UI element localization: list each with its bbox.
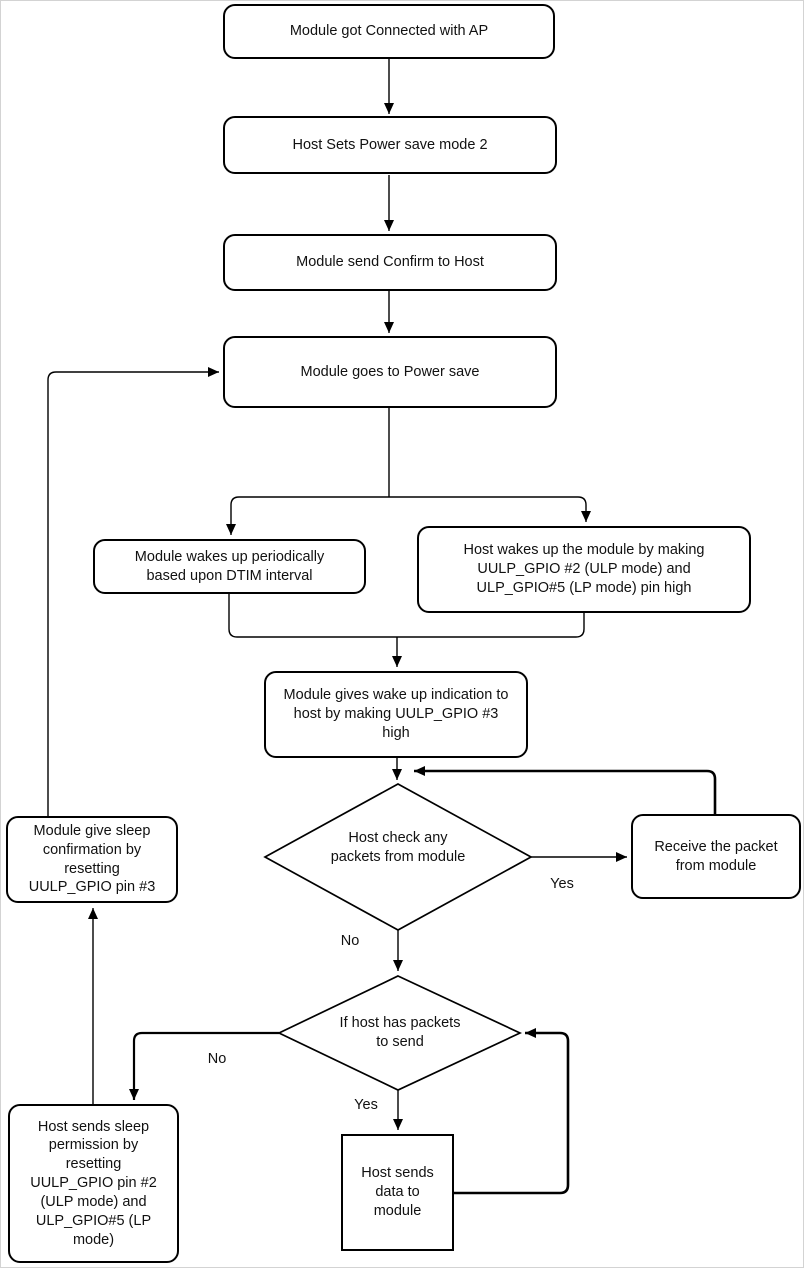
edge-hostwake-merge [397, 613, 585, 638]
decision-has-packets-label: If host has packets to send [339, 1015, 461, 1050]
node-wake-indication: Module gives wake up indication to host … [264, 671, 528, 758]
edge-split-hostwake [389, 496, 591, 522]
node-receive-packet: Receive the packet from module [631, 814, 801, 899]
edge-split-dtim [226, 496, 389, 535]
node-host-sends-data: Host sends data to module [341, 1134, 454, 1251]
node-host-wakes-module: Host wakes up the module by making UULP_… [417, 526, 751, 613]
edge-haspackets-no [129, 1031, 279, 1100]
edge-receive-loopback [414, 766, 717, 814]
edge-sleepconf-powersave [47, 367, 219, 816]
edge-dtim-merge [228, 594, 397, 638]
node-set-power-save-mode: Host Sets Power save mode 2 [223, 116, 557, 174]
node-goes-power-save: Module goes to Power save [223, 336, 557, 408]
decision-has-packets-shape [277, 975, 523, 1091]
edge-label-has-no: No [207, 1051, 227, 1067]
node-dtim-wake: Module wakes up periodically based upon … [93, 539, 366, 594]
edge-label-has-yes: Yes [354, 1097, 378, 1113]
edge-label-check-no: No [340, 933, 360, 949]
decision-check-packets-label: Host check any packets from module [330, 830, 466, 865]
edge-label-check-yes: Yes [550, 876, 574, 892]
node-sleep-permission: Host sends sleep permission by resetting… [8, 1104, 179, 1263]
node-connected: Module got Connected with AP [223, 4, 555, 59]
node-sleep-confirmation: Module give sleep confirmation by resett… [6, 816, 178, 903]
decision-check-packets-shape [263, 783, 533, 931]
node-send-confirm: Module send Confirm to Host [223, 234, 557, 291]
edge-senddata-loopback [454, 1028, 570, 1195]
